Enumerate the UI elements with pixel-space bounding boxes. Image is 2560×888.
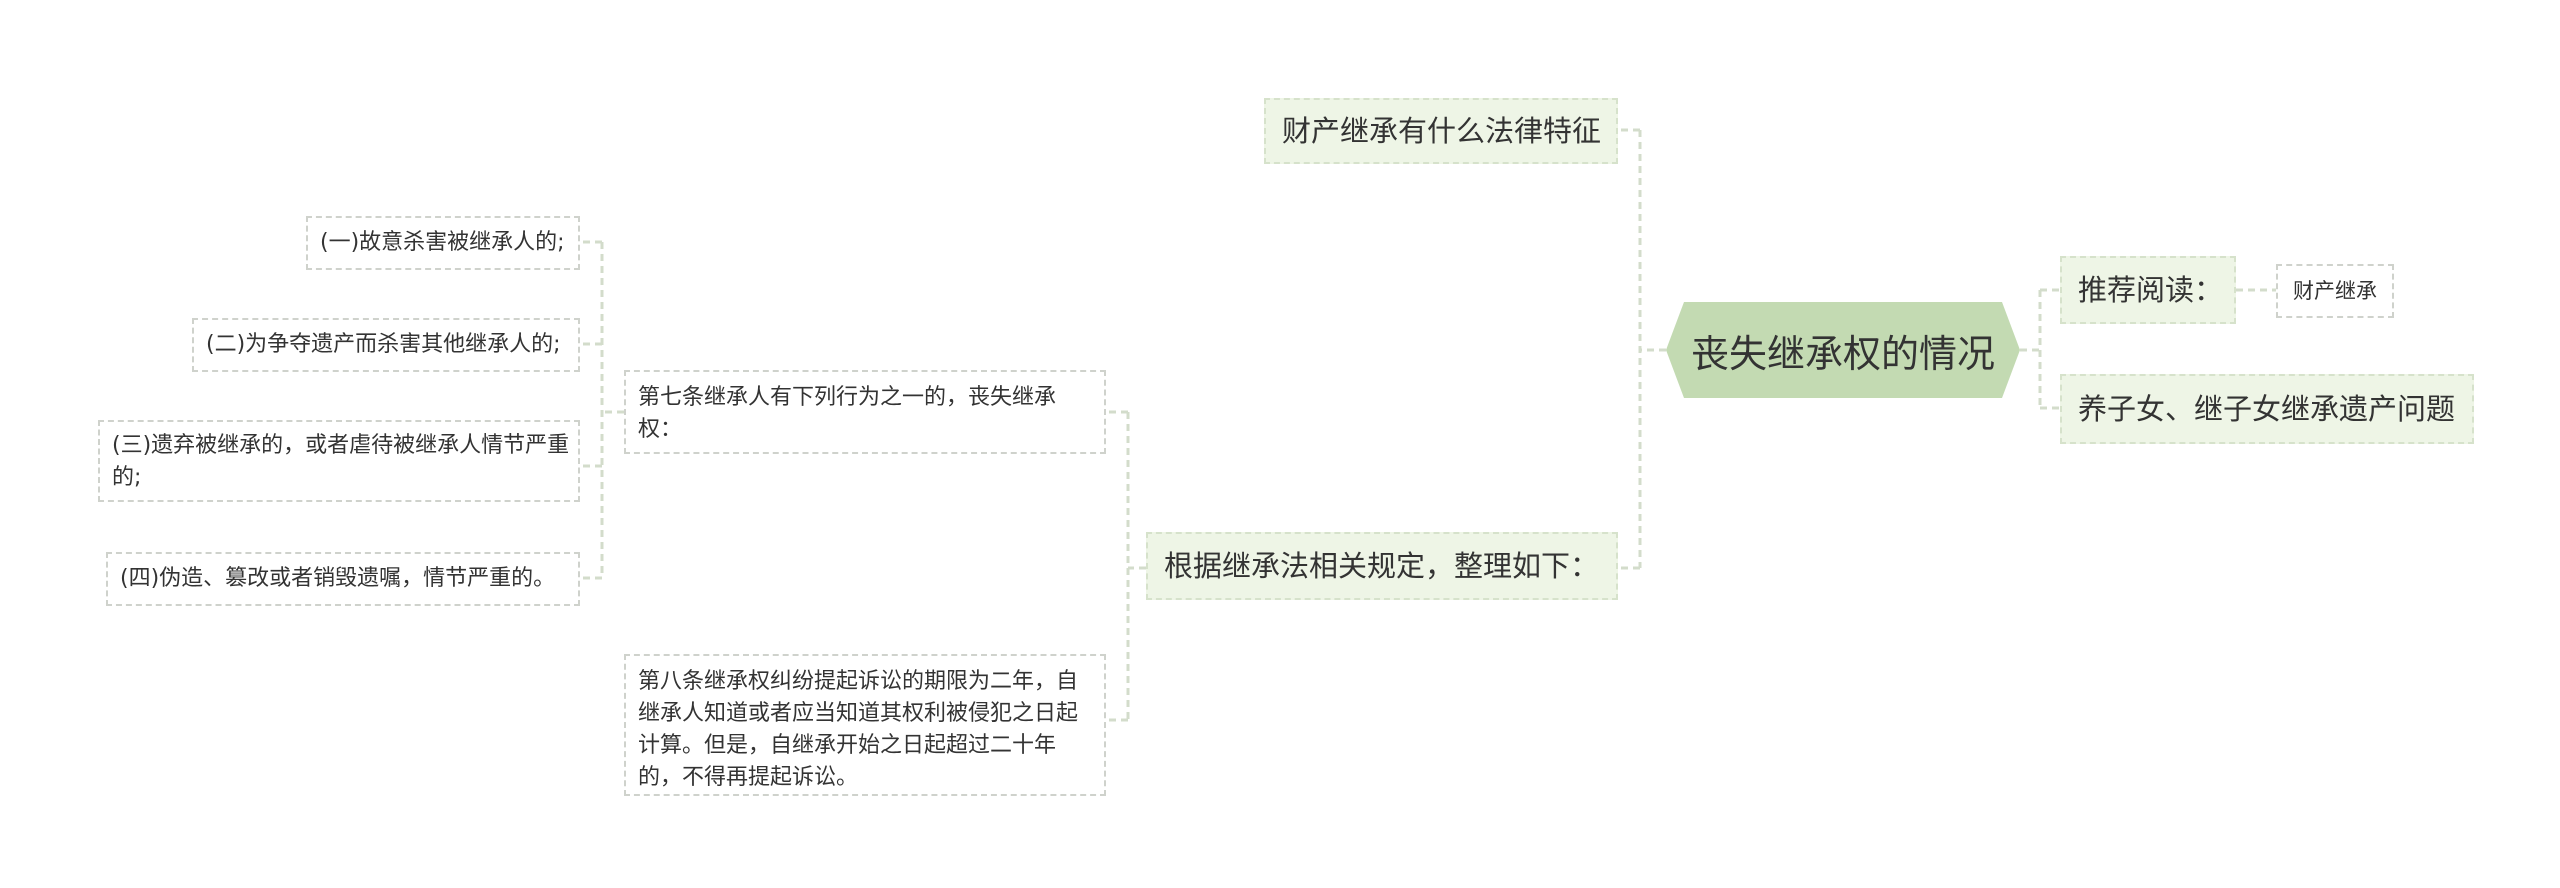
link-property-inheritance-label: 财产继承 bbox=[2293, 278, 2377, 303]
root-node[interactable]: 丧失继承权的情况 bbox=[1666, 302, 2020, 398]
item-4[interactable]: (四)伪造、篡改或者销毁遗嘱，情节严重的。 bbox=[106, 552, 580, 606]
item-2-label: (二)为争夺遗产而杀害其他继承人的; bbox=[206, 332, 561, 358]
item-2[interactable]: (二)为争夺遗产而杀害其他继承人的; bbox=[192, 318, 580, 372]
root-hexagon bbox=[1666, 302, 2020, 398]
item-4-label: (四)伪造、篡改或者销毁遗嘱，情节严重的。 bbox=[120, 566, 556, 592]
node-article-8-label: 第八条继承权纠纷提起诉讼的期限为二年，自继承人知道或者应当知道其权利被侵犯之日起… bbox=[638, 669, 1079, 790]
node-article-7-label: 第七条继承人有下列行为之一的，丧失继承权： bbox=[638, 385, 1057, 442]
item-3-label: (三)遗弃被继承的，或者虐待被继承人情节严重的; bbox=[112, 433, 570, 490]
link-property-inheritance[interactable]: 财产继承 bbox=[2276, 264, 2394, 318]
branch-legal-features[interactable]: 财产继承有什么法律特征 bbox=[1264, 98, 1618, 164]
node-article-8[interactable]: 第八条继承权纠纷提起诉讼的期限为二年，自继承人知道或者应当知道其权利被侵犯之日起… bbox=[624, 654, 1106, 796]
branch-recommended-reading-label: 推荐阅读： bbox=[2078, 272, 2224, 307]
item-1[interactable]: (一)故意杀害被继承人的; bbox=[306, 216, 580, 270]
item-3[interactable]: (三)遗弃被继承的，或者虐待被继承人情节严重的; bbox=[98, 420, 580, 502]
branch-legal-features-label: 财产继承有什么法律特征 bbox=[1282, 113, 1602, 148]
branch-regulations-label: 根据继承法相关规定，整理如下： bbox=[1164, 548, 1600, 583]
item-1-label: (一)故意杀害被继承人的; bbox=[320, 230, 565, 256]
root-label: 丧失继承权的情况 bbox=[1690, 331, 1995, 376]
node-article-7[interactable]: 第七条继承人有下列行为之一的，丧失继承权： bbox=[624, 370, 1106, 454]
branch-regulations[interactable]: 根据继承法相关规定，整理如下： bbox=[1146, 532, 1618, 600]
branch-adopted-stepchildren[interactable]: 养子女、继子女继承遗产问题 bbox=[2060, 374, 2474, 444]
branch-adopted-stepchildren-label: 养子女、继子女继承遗产问题 bbox=[2078, 391, 2456, 426]
branch-recommended-reading[interactable]: 推荐阅读： bbox=[2060, 256, 2236, 324]
